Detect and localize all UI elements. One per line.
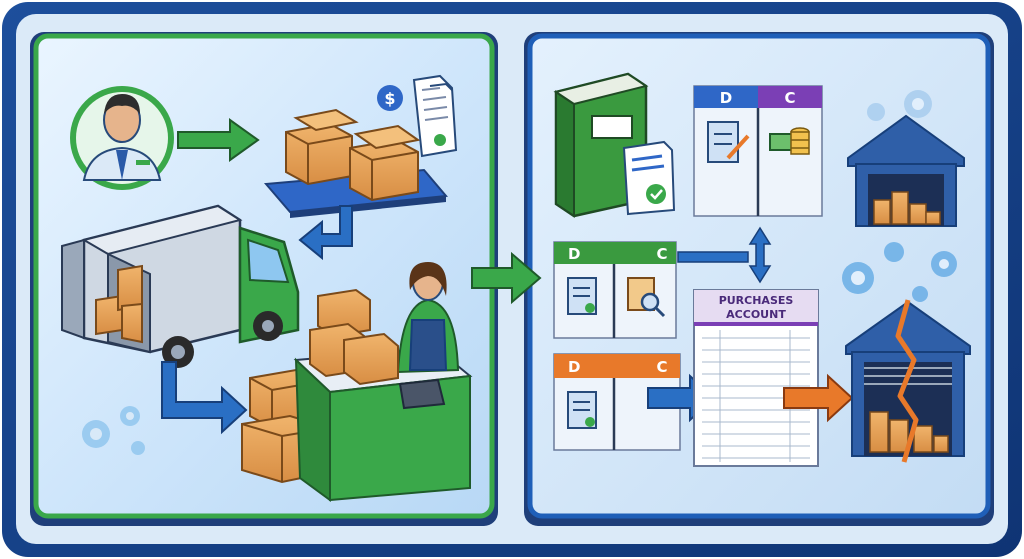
arrow-left-to-right-panel	[471, 251, 542, 305]
warehouse-cracked-icon	[845, 299, 971, 463]
debit-label: D	[568, 358, 580, 376]
arrow-person-to-boxes	[177, 118, 260, 162]
invoice-documents: $	[377, 74, 458, 158]
purchases-title: PURCHASES	[719, 294, 794, 307]
documents-check-icon	[567, 277, 597, 315]
dollar-icon: $	[384, 89, 395, 108]
cash-register	[398, 378, 446, 410]
arrow-green-to-top	[677, 226, 772, 284]
store-clerk	[396, 262, 460, 374]
document-search-icon	[627, 277, 666, 318]
document-pen-icon	[707, 121, 750, 163]
credit-label: C	[656, 245, 667, 263]
t-account-top: D C	[693, 85, 823, 217]
cash-coins-icon	[769, 127, 810, 155]
box-stack-top	[285, 108, 421, 202]
ledger-document	[622, 140, 676, 216]
t-account-orange: D C	[553, 353, 681, 451]
gear-icon	[842, 90, 957, 302]
arrow-truck-to-boxes	[161, 361, 248, 435]
documents-check-icon	[567, 391, 597, 429]
counter-boxes	[309, 288, 399, 386]
account-title: ACCOUNT	[726, 308, 786, 321]
delivery-truck	[61, 204, 300, 368]
person-avatar	[70, 86, 174, 190]
credit-label: C	[784, 89, 795, 107]
purchases-account-sheet: PURCHASES ACCOUNT	[693, 289, 819, 467]
arrow-platform-to-truck	[298, 205, 353, 261]
gear-icon	[82, 406, 145, 455]
ledger-book	[553, 72, 649, 218]
warehouse-icon	[847, 114, 965, 227]
debit-label: D	[720, 89, 732, 107]
debit-label: D	[568, 245, 580, 263]
t-account-green: D C	[553, 241, 677, 339]
credit-label: C	[656, 358, 667, 376]
arrow-purchases-to-warehouse	[783, 373, 854, 423]
